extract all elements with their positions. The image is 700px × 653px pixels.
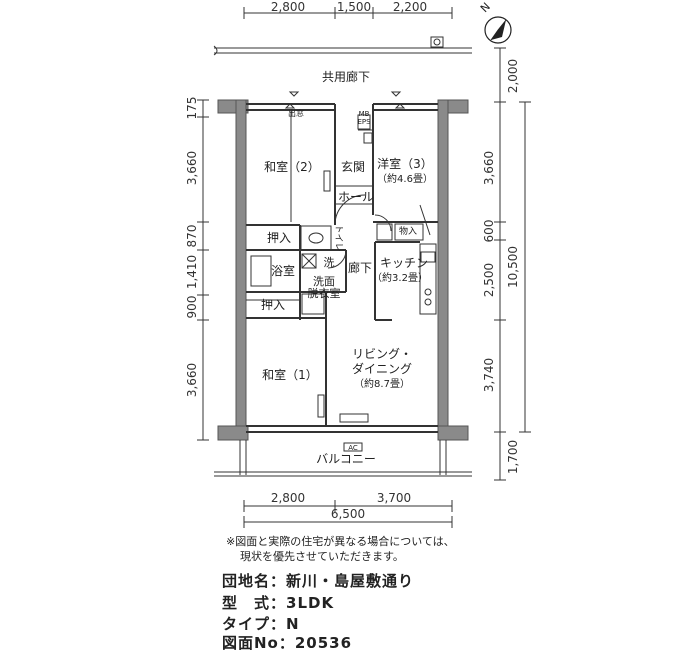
living-label-1: リビング・: [352, 347, 412, 361]
compass-n-label: N: [478, 0, 493, 15]
dim-left-5: 900: [185, 296, 199, 319]
living-label-2: ダイニング: [352, 361, 412, 376]
living-size: （約8.7畳）: [354, 377, 410, 390]
dim-left-6: 3,660: [185, 363, 199, 397]
hall-label: ホール: [338, 190, 374, 204]
washitsu2-label: 和室（2）: [264, 159, 320, 174]
kitchen-size: （約3.2畳）: [372, 271, 428, 284]
disclaimer-line-2: 現状を優先させていただきます。: [240, 550, 404, 563]
common-corridor-label: 共用廊下: [322, 69, 370, 84]
info-name-value: 新川・島屋敷通り: [286, 572, 415, 590]
dim-top-3: 2,200: [393, 0, 427, 14]
info-no-value: 20536: [294, 634, 353, 652]
info-name-row: 団地名：新川・島屋敷通り: [222, 570, 414, 591]
top-dimension: [243, 7, 453, 19]
dim-right-4: 2,500: [482, 263, 496, 297]
right-dimension: [494, 47, 531, 481]
disclaimer-line-1: ※図面と実際の住宅が異なる場合については、: [226, 535, 455, 548]
info-kind-value: N: [286, 615, 300, 633]
common-corridor-rail: [213, 36, 472, 56]
ac-label: AC: [348, 444, 358, 452]
info-type-value: 3LDK: [286, 594, 335, 612]
left-dimension: [197, 99, 209, 441]
demado-label: 出窓: [288, 108, 304, 118]
dim-bottom-1: 2,800: [271, 491, 305, 505]
info-type-label: 型 式：: [222, 594, 287, 612]
bottom-dimension: [243, 500, 453, 528]
youshitsu3-label: 洋室（3）: [377, 156, 433, 171]
north-compass-icon: [484, 16, 512, 44]
bath-label: 浴室: [271, 263, 295, 278]
genkan-label: 玄関: [341, 159, 365, 174]
rouka-label: 廊下: [348, 260, 372, 275]
walls: [217, 99, 469, 441]
toilet-label: トイレ: [333, 224, 343, 251]
youshitsu3-size: （約4.6畳）: [377, 172, 433, 185]
dim-top-1: 2,800: [271, 0, 305, 14]
wash-label: 洗: [324, 256, 335, 269]
balcony-rail: [214, 440, 472, 477]
monoire-label: 物入: [399, 225, 417, 237]
info-name-label: 団地名：: [222, 572, 287, 590]
info-no-label: 図面No：: [222, 634, 295, 652]
dim-left-4: 1,410: [185, 255, 199, 289]
senmen-label: 洗面: [313, 275, 335, 288]
washitsu1-label: 和室（1）: [262, 367, 318, 382]
mb-label: MB: [359, 110, 370, 118]
info-kind-row: タイプ：N: [222, 613, 300, 634]
dim-right-2: 3,660: [482, 151, 496, 185]
info-kind-label: タイプ：: [222, 615, 287, 633]
balcony-label: バルコニー: [316, 452, 376, 466]
dim-left-1: 175: [185, 97, 199, 120]
dim-bottom-total: 6,500: [331, 507, 365, 521]
dim-top-2: 1,500: [337, 0, 371, 14]
kitchen-label: キッチン: [380, 256, 428, 270]
info-no-row: 図面No：20536: [222, 632, 352, 653]
dim-right-3: 600: [482, 220, 496, 243]
fixtures: [246, 91, 437, 423]
dim-right-5: 3,740: [482, 358, 496, 392]
dim-left-3: 870: [185, 225, 199, 248]
dim-right-1: 2,000: [506, 59, 520, 93]
dim-right-total: 10,500: [506, 246, 520, 288]
datsui-label: 脱衣室: [308, 286, 341, 300]
eps-label: EPS: [357, 118, 371, 126]
dim-right-6: 1,700: [506, 440, 520, 474]
dim-bottom-2: 3,700: [377, 491, 411, 505]
dim-left-2: 3,660: [185, 151, 199, 185]
info-type-row: 型 式：3LDK: [222, 592, 334, 613]
oshiire1-label: 押入: [267, 231, 291, 245]
oshiire2-label: 押入: [261, 298, 285, 312]
